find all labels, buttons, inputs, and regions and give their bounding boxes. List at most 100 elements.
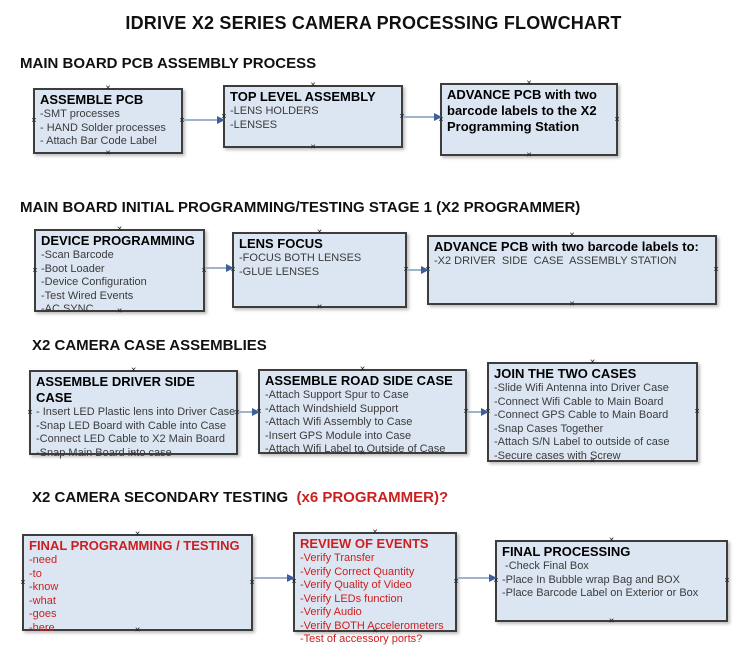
connection-handle-icon: ✕ — [130, 367, 137, 374]
connector-arrow — [253, 574, 295, 582]
connection-handle-icon: ✕ — [316, 229, 323, 236]
box-item: -X2 DRIVER SIDE CASE ASSEMBLY STATION — [434, 255, 677, 267]
flow-box-assemble-road-side-case: ASSEMBLE ROAD SIDE CASE -Attach Support … — [256, 366, 469, 457]
connection-handle-icon: ✕ — [249, 579, 255, 586]
section-heading-case-assemblies: X2 CAMERA CASE ASSEMBLIES — [32, 337, 267, 354]
box-item: -Verify Quality of Video — [300, 579, 412, 591]
box-item: -Attach S/N Label to outside of case — [494, 436, 670, 448]
connector-arrow — [183, 116, 225, 124]
box-item: -Connect LED Cable to X2 Main Board — [36, 433, 225, 445]
box-item: -Test Wired Events — [41, 289, 134, 302]
flow-box-join-the-two-cases: JOIN THE TWO CASES -Slide Wifi Antenna i… — [485, 359, 700, 465]
flow-box-top-level-assembly: TOP LEVEL ASSEMBLY -LENS HOLDERS-LENSES … — [221, 82, 405, 151]
box-item: -Device Configuration — [41, 276, 147, 288]
box-title: REVIEW OF EVENTS — [300, 536, 429, 551]
box-item: -Snap Cases Together — [494, 422, 604, 435]
connection-handle-icon: ✕ — [713, 266, 719, 274]
box-item: -Attach Wifi Assembly to Case — [265, 416, 413, 428]
box-items: -Attach Support Spur to Case-Attach Wind… — [265, 389, 460, 457]
connection-handle-icon: ✕ — [608, 537, 615, 544]
box-item: -what — [29, 594, 56, 607]
box-item: -Secure cases with Screw — [494, 449, 621, 462]
box-item: -Verify BOTH Accelerometers — [300, 619, 444, 632]
box-item: -LENS HOLDERS — [230, 105, 319, 117]
connection-handle-icon: ✕ — [116, 226, 123, 233]
connection-handle-icon: ✕ — [569, 232, 575, 239]
box-item: -Attach Wifi Label to Outside of Case — [265, 443, 446, 455]
box-items: -Slide Wifi Antenna into Driver Case -Con… — [494, 382, 691, 463]
box-items: - Insert LED Plastic lens into Driver Ca… — [36, 406, 236, 460]
box-item: -Connect GPS Cable to Main Board — [494, 409, 669, 421]
connection-handle-icon: ✕ — [724, 577, 730, 585]
box-items: -X2 DRIVER SIDE CASE ASSEMBLY STATION — [434, 255, 710, 269]
connection-handle-icon: ✕ — [569, 301, 575, 308]
box-items: -LENS HOLDERS-LENSES — [230, 105, 396, 132]
box-title: FINAL PROGRAMMING / TESTING — [29, 538, 240, 553]
connector-arrow — [238, 408, 260, 416]
box-item: -Boot Loader — [41, 262, 105, 275]
box-item: -Attach Windshield Support — [265, 402, 399, 415]
box-title: FINAL PROCESSING — [502, 544, 631, 559]
flow-box-review-of-events: REVIEW OF EVENTS -Verify Transfer-Verify… — [291, 529, 459, 645]
box-item: -Attach Support Spur to Case — [265, 389, 409, 401]
connection-handle-icon: ✕ — [310, 82, 316, 89]
box-item: -here — [29, 621, 55, 634]
connection-handle-icon: ✕ — [694, 408, 700, 416]
flow-box-advance-pcb-driver-side: ADVANCE PCB with two barcode labels to: … — [425, 232, 719, 308]
connection-handle-icon: ✕ — [105, 150, 111, 157]
box-item: -Snap LED Board with Cable into Case — [36, 419, 227, 432]
flow-box-advance-pcb-programming-station: ADVANCE PCB with two barcode labels to t… — [438, 80, 620, 159]
box-items: -SMT processes- HAND Solder processes- A… — [40, 108, 176, 149]
box-item: -Snap Main Board into case — [36, 446, 172, 459]
box-title: LENS FOCUS — [239, 236, 323, 251]
flowchart-title: IDRIVE X2 SERIES CAMERA PROCESSING FLOWC… — [125, 13, 622, 33]
box-title: ASSEMBLE PCB — [40, 92, 144, 107]
connector-arrow — [407, 266, 429, 274]
connection-handle-icon: ✕ — [27, 409, 33, 416]
section-heading-text: X2 CAMERA CASE ASSEMBLIES — [32, 337, 267, 354]
box-item: -Verify Correct Quantity — [300, 565, 415, 578]
box-title: TOP LEVEL ASSEMBLY — [230, 89, 376, 104]
box-item: - Insert LED Plastic lens into Driver Ca… — [36, 406, 236, 418]
flow-box-device-programming: DEVICE PROGRAMMING -Scan Barcode-Boot Lo… — [32, 226, 207, 315]
connection-handle-icon: ✕ — [359, 366, 366, 373]
box-item: -Verify Audio — [300, 606, 362, 618]
box-items: -Check Final Box-Place In Bubble wrap Ba… — [502, 560, 721, 601]
connection-handle-icon: ✕ — [32, 267, 38, 274]
box-item: - Attach Bar Code Label — [40, 135, 157, 147]
box-item: -FOCUS BOTH LENSES — [239, 252, 362, 264]
section-heading-secondary-testing: X2 CAMERA SECONDARY TESTING (x6 PROGRAMM… — [32, 489, 448, 506]
section-heading-initial-programming: MAIN BOARD INITIAL PROGRAMMING/TESTING S… — [20, 199, 580, 216]
box-item: - HAND Solder processes — [40, 121, 166, 134]
box-item: -AC SYNC — [41, 303, 94, 315]
box-title: ASSEMBLE DRIVER SIDE CASE — [36, 374, 195, 405]
box-title: ASSEMBLE ROAD SIDE CASE — [265, 373, 453, 388]
connection-handle-icon: ✕ — [372, 529, 378, 536]
connection-handle-icon: ✕ — [608, 618, 615, 625]
box-item: -GLUE LENSES — [239, 265, 320, 278]
section-heading-text: MAIN BOARD PCB ASSEMBLY PROCESS — [20, 55, 317, 72]
section-heading-accent: (x6 PROGRAMMER)? — [292, 489, 449, 506]
connector-arrow — [467, 408, 489, 416]
box-item: -Verify Transfer — [300, 552, 375, 564]
box-title: ADVANCE PCB with two barcode labels to t… — [447, 87, 597, 134]
connector-arrow — [205, 264, 234, 272]
box-title: DEVICE PROGRAMMING — [41, 233, 195, 248]
connection-handle-icon: ✕ — [526, 80, 532, 87]
box-items: -need-to-know-what-goes-here — [29, 554, 246, 635]
connection-handle-icon: ✕ — [614, 116, 620, 123]
flow-box-final-programming-testing: FINAL PROGRAMMING / TESTING -need-to-kno… — [20, 531, 255, 634]
connection-handle-icon: ✕ — [526, 152, 532, 159]
section-heading-text: MAIN BOARD INITIAL PROGRAMMING/TESTING S… — [20, 199, 581, 216]
box-items: -FOCUS BOTH LENSES-GLUE LENSES — [239, 252, 400, 279]
flow-box-lens-focus: LENS FOCUS -FOCUS BOTH LENSES-GLUE LENSE… — [230, 229, 409, 311]
connection-handle-icon: ✕ — [589, 359, 596, 366]
box-item: -Check Final Box — [502, 560, 589, 572]
connection-handle-icon: ✕ — [316, 304, 323, 311]
flow-box-final-processing: FINAL PROCESSING -Check Final Box-Place … — [493, 537, 730, 625]
box-item: -Slide Wifi Antenna into Driver Case — [494, 382, 669, 394]
box-item: -to — [29, 567, 42, 580]
connection-handle-icon: ✕ — [105, 85, 111, 92]
connector-arrow — [457, 574, 497, 582]
box-item: -Verify LEDs function — [300, 592, 403, 605]
